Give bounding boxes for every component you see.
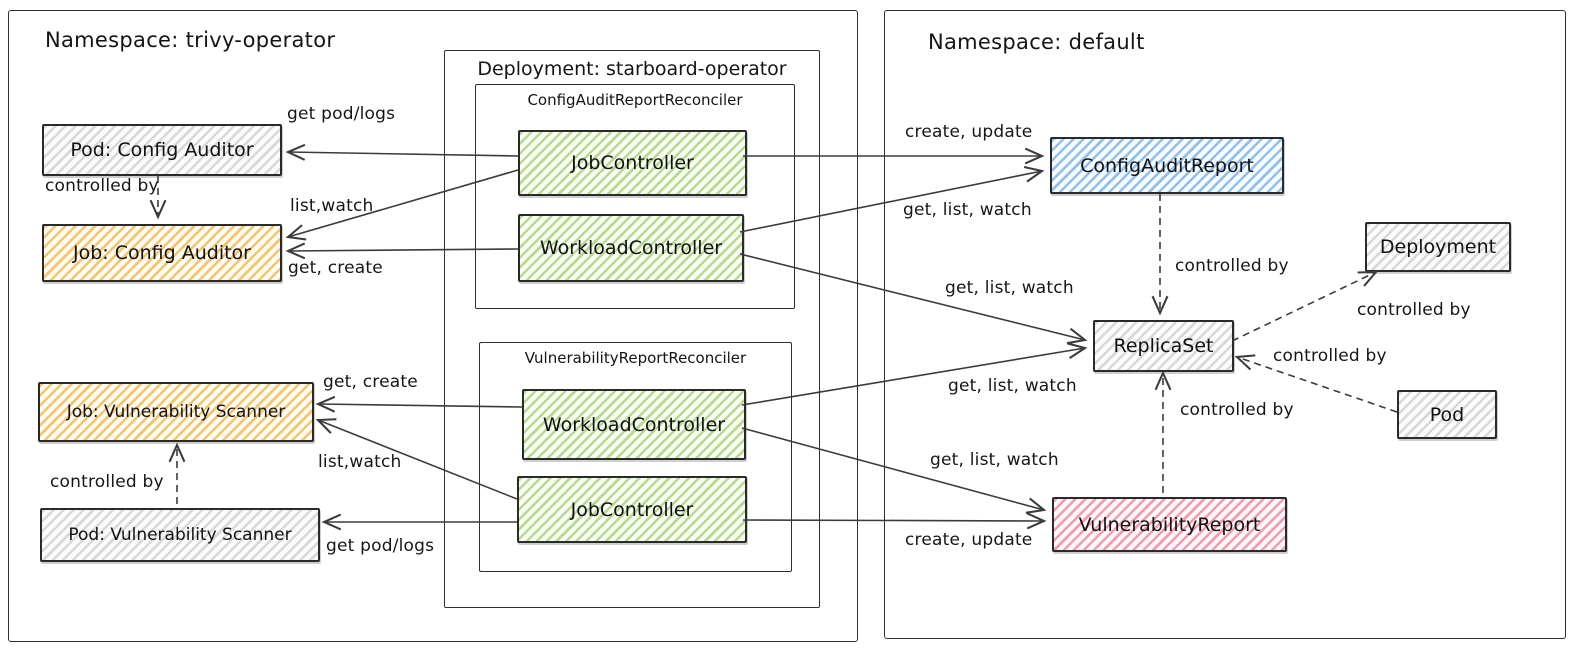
edge-label-controlled-by-rs-dep: controlled by <box>1357 300 1471 320</box>
edge-label-list-watch-top: list,watch <box>290 196 374 216</box>
edge-label-get-create-bottom: get, create <box>323 372 418 392</box>
node-label: Pod: Config Auditor <box>70 139 254 161</box>
node-job-controller-top: JobController <box>518 130 747 196</box>
node-label: WorkloadController <box>539 237 723 259</box>
node-pod-vulnerability-scanner: Pod: Vulnerability Scanner <box>40 508 320 562</box>
node-label: Job: Vulnerability Scanner <box>66 402 286 422</box>
node-job-controller-bottom: JobController <box>517 476 747 543</box>
edge-label-create-update-top: create, update <box>905 122 1033 142</box>
node-pod: Pod <box>1397 390 1497 439</box>
right-panel-title: Namespace: default <box>928 30 1145 54</box>
vulnerability-report-reconciler-title: VulnerabilityReportReconciler <box>524 349 747 367</box>
node-pod-config-auditor: Pod: Config Auditor <box>42 124 282 176</box>
node-label: WorkloadController <box>542 413 726 436</box>
edge-label-get-pod-logs-top: get pod/logs <box>287 104 396 124</box>
edge-label-get-list-watch-4: get, list, watch <box>930 450 1059 470</box>
edge-label-get-create-top: get, create <box>288 258 383 278</box>
node-workload-controller-top: WorkloadController <box>518 214 744 282</box>
node-workload-controller-bottom: WorkloadController <box>522 389 746 460</box>
edge-label-controlled-by-bottom-left: controlled by <box>50 472 164 492</box>
node-label: JobController <box>571 152 694 174</box>
node-label: Pod <box>1429 403 1465 426</box>
node-vulnerability-report: VulnerabilityReport <box>1052 497 1287 552</box>
node-deployment: Deployment <box>1365 222 1511 272</box>
edge-label-get-list-watch-1: get, list, watch <box>903 200 1032 220</box>
edge-label-controlled-by-vr-rs: controlled by <box>1180 400 1294 420</box>
node-label: Pod: Vulnerability Scanner <box>68 525 292 545</box>
node-job-vulnerability-scanner: Job: Vulnerability Scanner <box>38 382 314 442</box>
edge-label-get-list-watch-3: get, list, watch <box>948 376 1077 396</box>
edge-label-controlled-by-car-rs: controlled by <box>1175 256 1289 276</box>
node-label: ConfigAuditReport <box>1080 154 1254 177</box>
node-label: Job: Config Auditor <box>73 242 251 264</box>
node-replica-set: ReplicaSet <box>1093 320 1234 372</box>
left-panel-title: Namespace: trivy-operator <box>45 28 336 52</box>
node-label: Deployment <box>1379 236 1497 258</box>
edge-label-list-watch-bottom: list,watch <box>318 452 402 472</box>
config-audit-report-reconciler-title: ConfigAuditReportReconciler <box>527 91 743 109</box>
edge-label-controlled-by-pod-rs: controlled by <box>1273 346 1387 366</box>
edge-label-controlled-by-top-left: controlled by <box>45 176 159 196</box>
node-label: VulnerabilityReport <box>1078 513 1261 536</box>
deployment-starboard-operator-title: Deployment: starboard-operator <box>477 58 787 80</box>
node-config-audit-report: ConfigAuditReport <box>1050 137 1284 194</box>
edge-label-get-pod-logs-bottom: get pod/logs <box>326 536 435 556</box>
node-label: JobController <box>570 498 694 521</box>
edge-label-get-list-watch-2: get, list, watch <box>945 278 1074 298</box>
node-job-config-auditor: Job: Config Auditor <box>42 224 282 282</box>
edge-label-create-update-bottom: create, update <box>905 530 1033 550</box>
node-label: ReplicaSet <box>1113 335 1214 357</box>
